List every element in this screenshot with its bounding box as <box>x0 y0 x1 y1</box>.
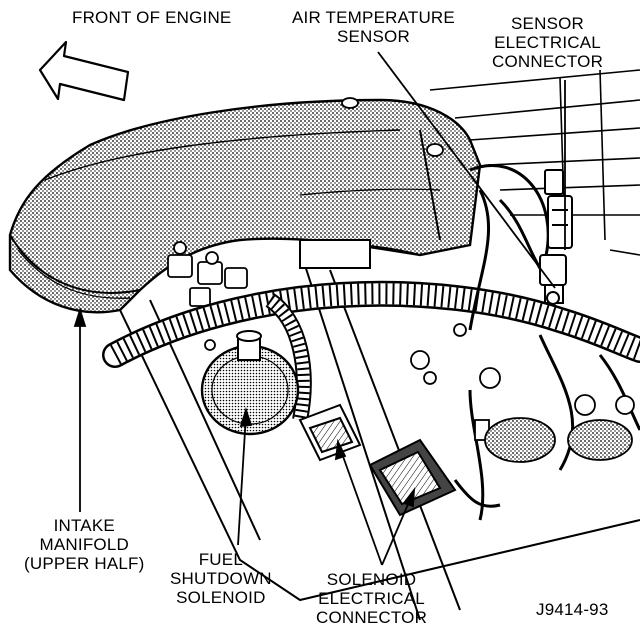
fuel-shutdown-solenoid <box>200 330 300 436</box>
leader-lines <box>73 51 566 566</box>
wiring-harness <box>102 164 640 521</box>
sensor-electrical-connector-label: SENSOR ELECTRICAL CONNECTOR <box>492 14 604 71</box>
solenoid-electrical-connector-label: SOLENOID ELECTRICAL CONNECTOR <box>316 570 428 627</box>
injector-fittings <box>167 241 248 351</box>
sensor-electrical-connector <box>544 169 573 249</box>
intake-manifold <box>8 97 482 314</box>
fuel-shutdown-solenoid-label: FUEL SHUTDOWN SOLENOID <box>170 550 272 607</box>
solenoid-electrical-connector <box>298 403 501 517</box>
misc-fittings <box>410 323 635 463</box>
engine-block-background <box>429 69 640 256</box>
figure-id-label: J9414-93 <box>536 600 609 619</box>
front-direction-arrow <box>38 40 130 102</box>
air-temperature-sensor-label: AIR TEMPERATURE SENSOR <box>292 8 455 46</box>
intake-manifold-label: INTAKE MANIFOLD (UPPER HALF) <box>24 516 145 573</box>
front-of-engine-label: FRONT OF ENGINE <box>72 8 232 27</box>
air-temperature-sensor <box>539 254 567 305</box>
